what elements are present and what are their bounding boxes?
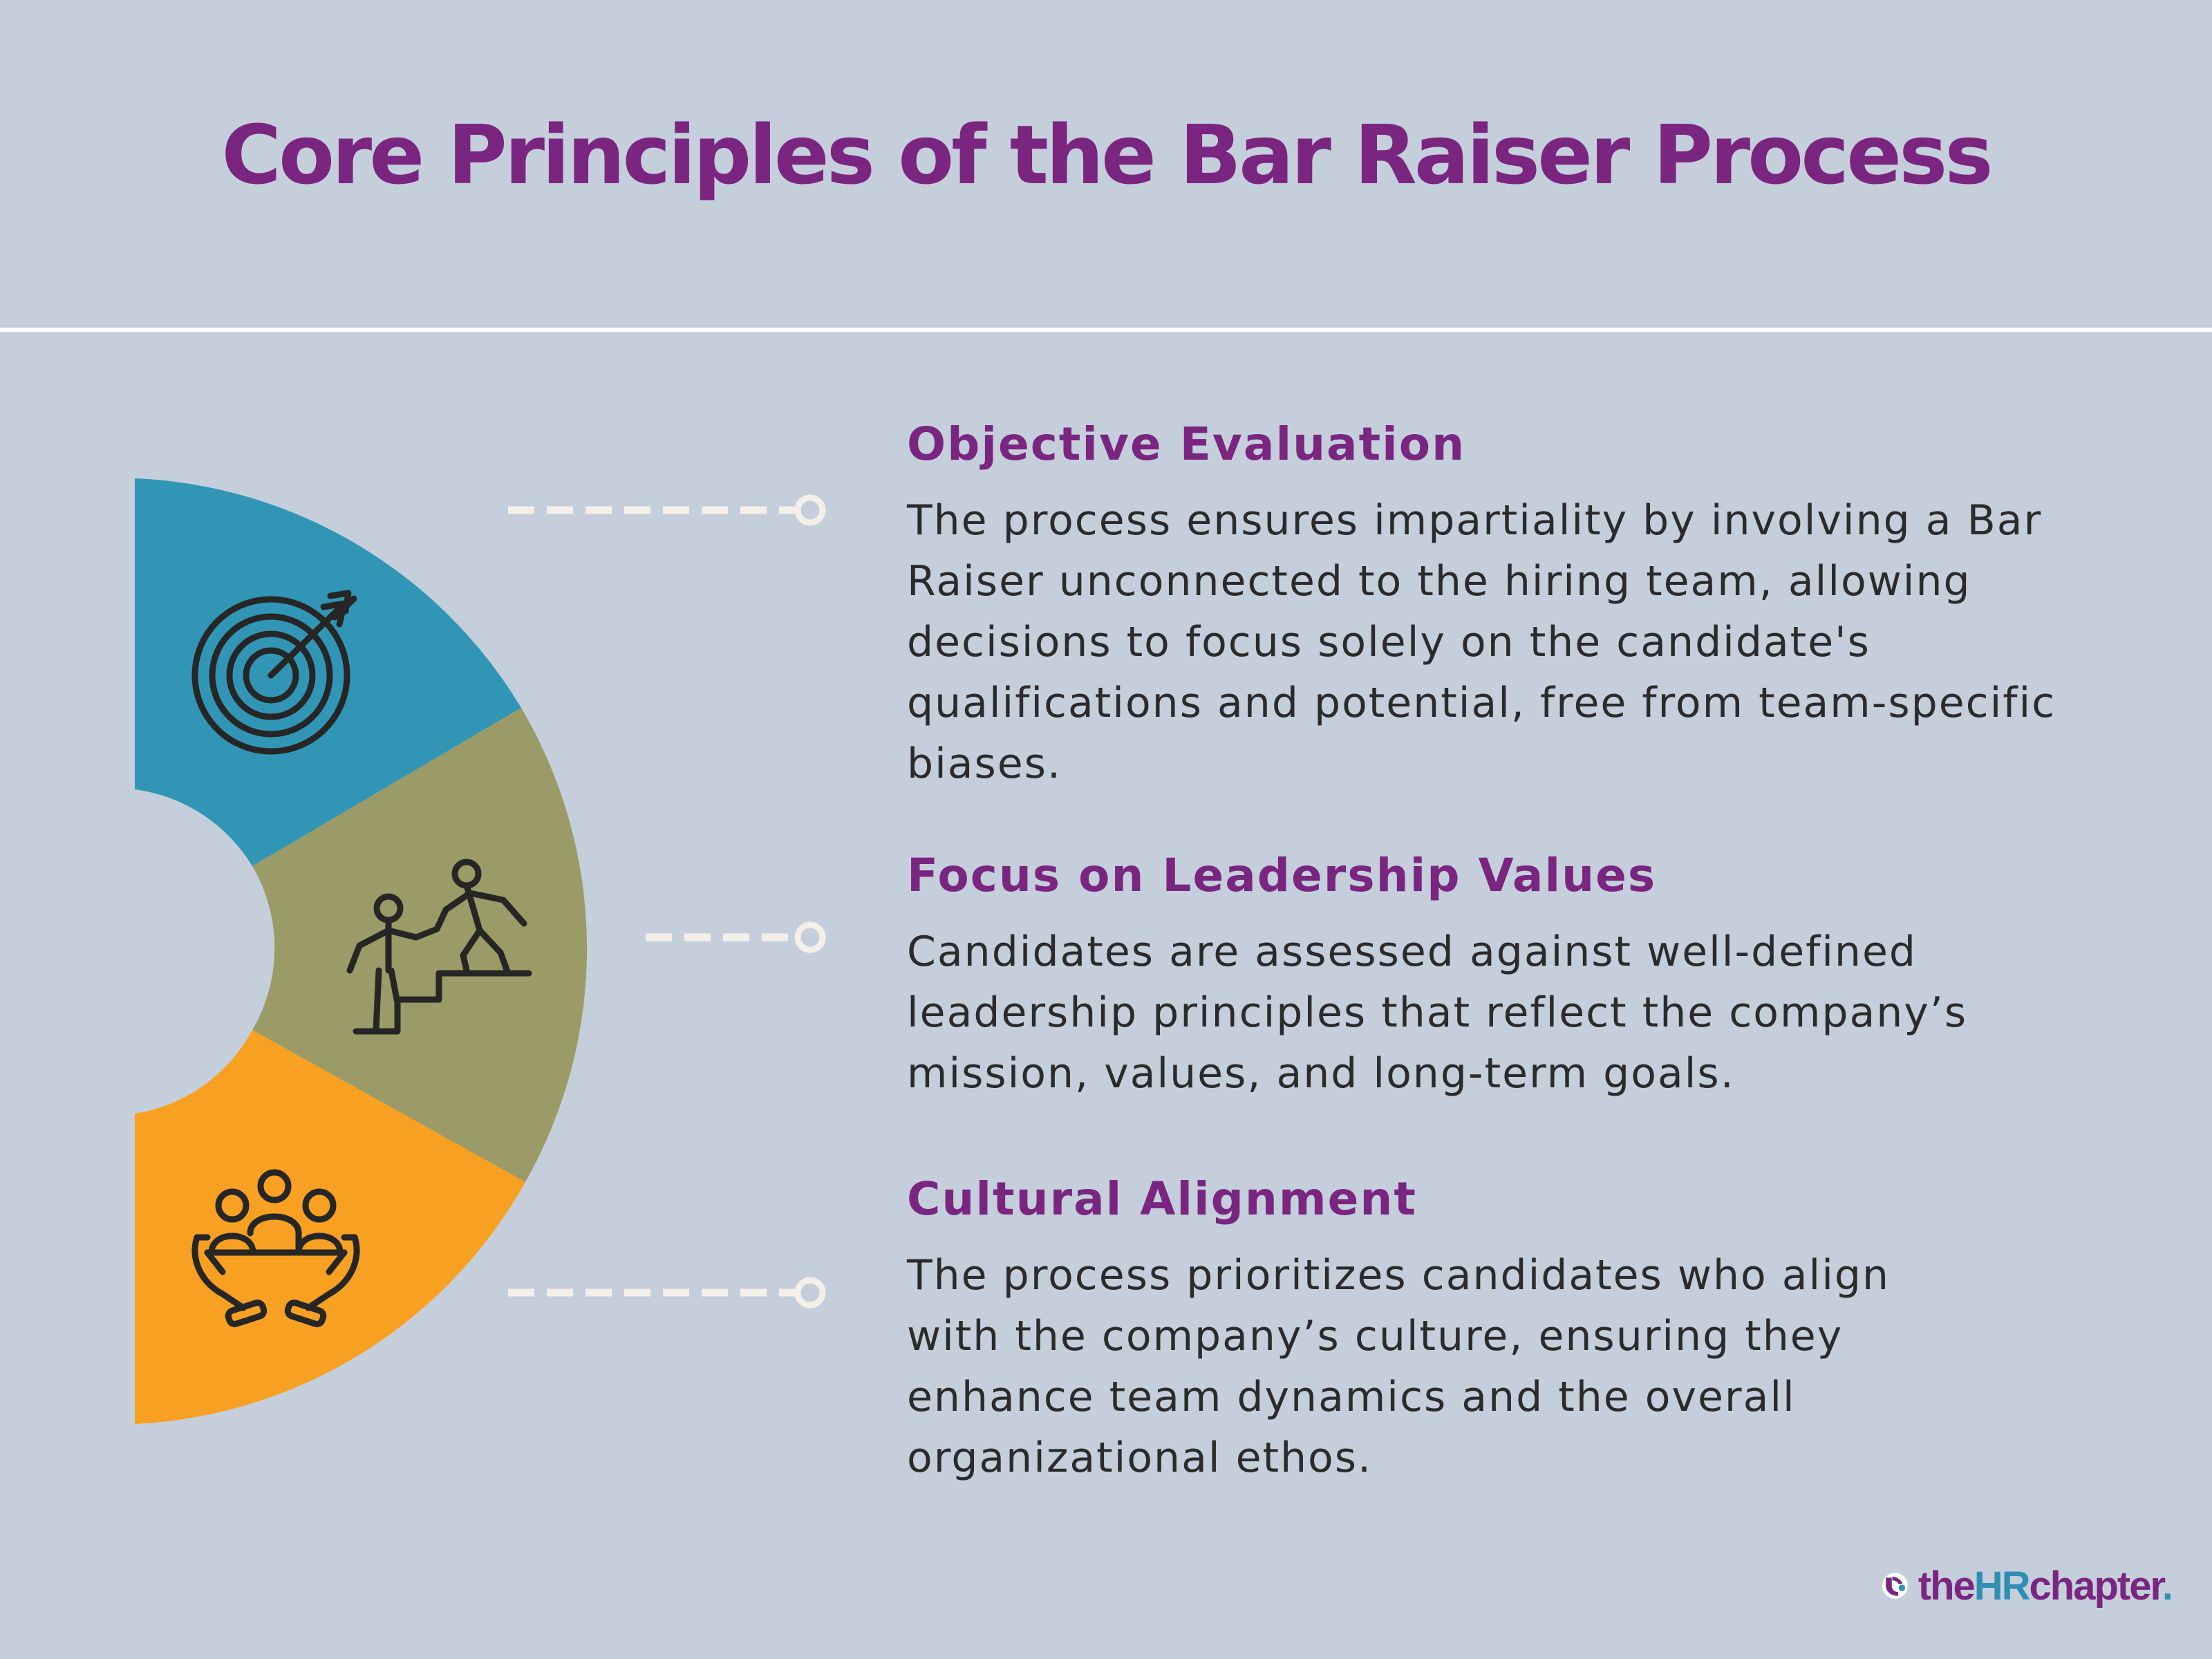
principle-heading: Focus on Leadership Values bbox=[907, 849, 1657, 902]
principle-description: The process ensures impartiality by invo… bbox=[907, 496, 2056, 788]
mentor-climbing-stairs-icon bbox=[346, 859, 532, 1035]
page-title: Core Principles of the Bar Raiser Proces… bbox=[221, 107, 1993, 203]
principle-leadership-values: Focus on Leadership Values Candidates ar… bbox=[907, 849, 2082, 1104]
wheel-segment-leadership-values bbox=[252, 708, 588, 1182]
brand-logo: theHRchapter. bbox=[1882, 1551, 2173, 1620]
principle-cultural-alignment: Cultural Alignment The process prioritiz… bbox=[907, 1172, 2082, 1488]
connector-objective-evaluation bbox=[508, 494, 826, 526]
principle-description: Candidates are assessed against well-def… bbox=[907, 928, 1968, 1098]
principle-heading: Objective Evaluation bbox=[907, 418, 1466, 471]
brand-name-hr: HR bbox=[1974, 1563, 2031, 1609]
principle-description: The process prioritizes candidates who a… bbox=[907, 1251, 1890, 1482]
connector-leadership-values bbox=[646, 921, 826, 953]
brand-name-dot: . bbox=[2162, 1563, 2173, 1609]
brand-name-the: the bbox=[1918, 1563, 1976, 1609]
brand-name: theHRchapter. bbox=[1918, 1563, 2173, 1609]
team-in-hands-icon bbox=[191, 1169, 360, 1327]
principle-objective-evaluation: Objective Evaluation The process ensures… bbox=[907, 418, 2082, 794]
principle-heading: Cultural Alignment bbox=[907, 1172, 1417, 1226]
brand-name-chapter: chapter bbox=[2029, 1563, 2164, 1609]
header-divider bbox=[0, 328, 2212, 332]
hr-chapter-logo-icon bbox=[1882, 1573, 1908, 1599]
connector-cultural-alignment bbox=[508, 1277, 826, 1309]
target-icon bbox=[191, 590, 357, 755]
header: Core Principles of the Bar Raiser Proces… bbox=[0, 0, 2212, 330]
